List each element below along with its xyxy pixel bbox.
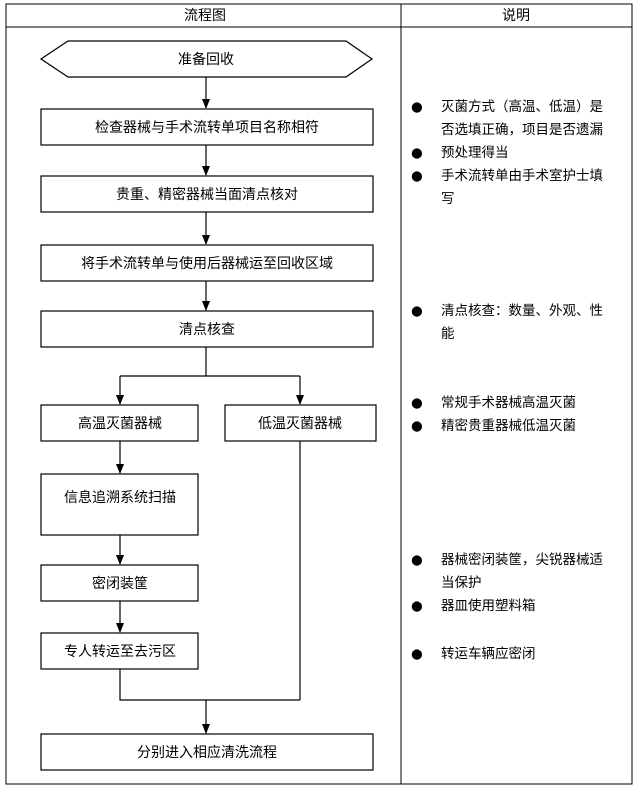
start-node-label: 准备回收 <box>178 51 234 68</box>
final-node-shape <box>40 733 374 771</box>
notes-group-2: ● 清点核查：数量、外观、性能 <box>409 300 609 346</box>
note-item: ● 手术流转单由手术室护士填写 <box>409 165 609 211</box>
high-temp-node-label: 高温灭菌器械 <box>78 415 162 432</box>
note-item: ● 器皿使用塑料箱 <box>409 595 609 618</box>
table-frame <box>5 3 633 785</box>
note-text: 预处理得当 <box>441 145 509 161</box>
notes-group-4: ● 器械密闭装筐，尖锐器械适当保护 ● 器皿使用塑料箱 <box>409 549 609 618</box>
seal-node-label: 密闭装筐 <box>92 575 148 592</box>
note-text: 清点核查：数量、外观、性能 <box>441 303 603 342</box>
bullet-icon: ● <box>411 598 423 614</box>
bullet-icon: ● <box>411 552 423 568</box>
note-text: 器械密闭装筐，尖锐器械适当保护 <box>441 552 603 591</box>
check-node-label: 检查器械与手术流转单项目名称相符 <box>95 120 319 136</box>
low-temp-node-label: 低温灭菌器械 <box>258 416 342 432</box>
note-text: 常规手术器械高温灭菌 <box>441 395 576 411</box>
dedicated-node-label: 专人转运至去污区 <box>64 644 176 660</box>
note-text: 器皿使用塑料箱 <box>441 598 536 614</box>
start-node-shape <box>39 40 374 78</box>
note-item: ● 器械密闭装筐，尖锐器械适当保护 <box>409 549 609 595</box>
transport-area-node-label: 将手术流转单与使用后器械运至回收区域 <box>81 255 333 272</box>
verify-node-shape <box>40 175 374 213</box>
bullet-icon: ● <box>411 303 423 319</box>
verify-node-label: 贵重、精密器械当面清点核对 <box>116 186 298 203</box>
check-node-shape <box>40 108 374 146</box>
note-text: 灭菌方式（高温、低温）是否选填正确，项目是否遗漏 <box>441 99 603 138</box>
dedicated-node-shape <box>40 632 199 670</box>
count-node-label: 清点核查 <box>179 322 235 338</box>
note-text: 精密贵重器械低温灭菌 <box>441 418 576 434</box>
note-item: ● 预处理得当 <box>409 142 609 165</box>
seal-node-shape <box>40 564 199 602</box>
notes-group-1: ● 灭菌方式（高温、低温）是否选填正确，项目是否遗漏 ● 预处理得当 ● 手术流转单由… <box>409 96 609 211</box>
table-border <box>5 3 633 785</box>
bullet-icon: ● <box>411 395 423 411</box>
high-temp-node-shape <box>40 404 199 442</box>
trace-node-label: 信息追溯系统扫描 <box>64 489 176 506</box>
note-text: 手术流转单由手术室护士填写 <box>441 168 603 207</box>
trace-node-shape <box>40 473 199 536</box>
note-text: 转运车辆应密闭 <box>441 646 536 662</box>
note-item: ● 转运车辆应密闭 <box>409 643 609 666</box>
bullet-icon: ● <box>411 646 423 662</box>
notes-group-3: ● 常规手术器械高温灭菌 ● 精密贵重器械低温灭菌 <box>409 392 609 438</box>
bullet-icon: ● <box>411 145 423 161</box>
note-item: ● 清点核查：数量、外观、性能 <box>409 300 609 346</box>
bullet-icon: ● <box>411 418 423 434</box>
bullet-icon: ● <box>411 99 423 115</box>
header-flow: 流程图 <box>184 8 226 24</box>
count-node-shape <box>40 310 374 348</box>
transport-area-node-shape <box>40 244 374 282</box>
notes-group-5: ● 转运车辆应密闭 <box>409 643 609 666</box>
note-item: ● 常规手术器械高温灭菌 <box>409 392 609 415</box>
connector-dedicated-merge <box>119 669 300 701</box>
header-description: 说明 <box>502 8 530 24</box>
bullet-icon: ● <box>411 168 423 184</box>
final-node-label: 分别进入相应清洗流程 <box>137 744 277 761</box>
note-item: ● 灭菌方式（高温、低温）是否选填正确，项目是否遗漏 <box>409 96 609 142</box>
note-item: ● 精密贵重器械低温灭菌 <box>409 415 609 438</box>
